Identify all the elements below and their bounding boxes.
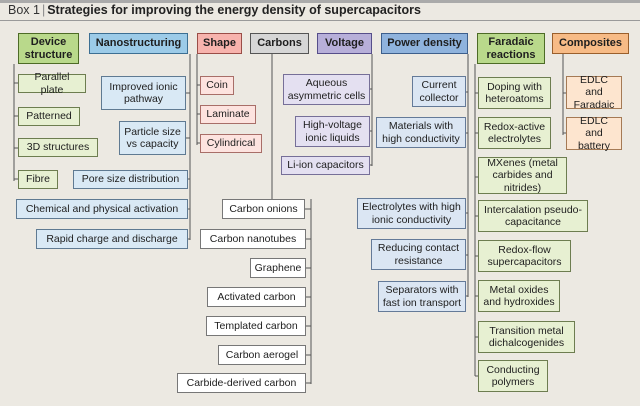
faradaic-item: Doping with heteroatoms: [478, 77, 551, 109]
power-item: Reducing contact resistance: [371, 239, 466, 270]
voltage-item: Li-ion capacitors: [281, 156, 370, 175]
power-item: Separators with fast ion transport: [378, 281, 466, 312]
voltage-item: Aqueous asymmetric cells: [283, 74, 370, 105]
shape-item: Laminate: [200, 105, 256, 124]
nano-item: Particle size vs capacity: [119, 121, 186, 155]
carbon-item: Carbon nanotubes: [200, 229, 306, 249]
faradaic-item: Redox-active electrolytes: [478, 117, 551, 149]
shape-item: Cylindrical: [200, 134, 262, 153]
power-item: Electrolytes with high ionic conductivit…: [357, 198, 466, 229]
carbon-item: Templated carbon: [206, 316, 306, 336]
power-item: Materials with high conductivity: [376, 117, 466, 148]
power-item: Current collector: [412, 76, 466, 107]
carbon-item: Activated carbon: [207, 287, 306, 307]
faradaic-item: Intercalation pseudo-capacitance: [478, 200, 588, 232]
shape-item: Coin: [200, 76, 234, 95]
header-power-density: Power density: [381, 33, 468, 54]
nano-item: Chemical and physical activation: [16, 199, 188, 219]
title-rule: [0, 20, 640, 21]
header-composites: Composites: [552, 33, 629, 54]
device-item: Patterned: [18, 107, 80, 126]
box-heading: Strategies for improving the energy dens…: [47, 3, 421, 17]
title-separator: |: [41, 3, 46, 17]
carbon-item: Graphene: [250, 258, 306, 278]
carbon-item: Carbon aerogel: [218, 345, 306, 365]
header-shape: Shape: [197, 33, 242, 54]
faradaic-item: MXenes (metal carbides and nitrides): [478, 157, 567, 194]
carbon-item: Carbon onions: [222, 199, 305, 219]
header-voltage: Voltage: [317, 33, 372, 54]
top-rule: [0, 0, 640, 3]
composites-item: EDLC and Faradaic: [566, 74, 622, 111]
faradaic-item: Transition metal dichalcogenides: [478, 321, 575, 353]
header-faradaic-reactions: Faradaic reactions: [477, 33, 545, 64]
faradaic-item: Redox-flow supercapacitors: [478, 240, 571, 272]
header-carbons: Carbons: [250, 33, 309, 54]
faradaic-item: Conducting polymers: [478, 360, 548, 392]
nano-item: Rapid charge and discharge: [36, 229, 188, 249]
nano-item: Improved ionic pathway: [101, 76, 186, 110]
header-device-structure: Device structure: [18, 33, 79, 64]
box-label: Box 1: [8, 3, 40, 17]
device-item: 3D structures: [18, 138, 98, 157]
voltage-item: High-voltage ionic liquids: [295, 116, 370, 147]
faradaic-item: Metal oxides and hydroxides: [478, 280, 560, 312]
box-title: Box 1|Strategies for improving the energ…: [8, 3, 421, 17]
device-item: Parallel plate: [18, 71, 86, 96]
header-nanostructuring: Nanostructuring: [89, 33, 188, 54]
carbon-item: Carbide-derived carbon: [177, 373, 306, 393]
device-item: Fibre: [18, 170, 58, 189]
nano-item: Pore size distribution: [73, 170, 188, 189]
composites-item: EDLC and battery: [566, 115, 622, 152]
